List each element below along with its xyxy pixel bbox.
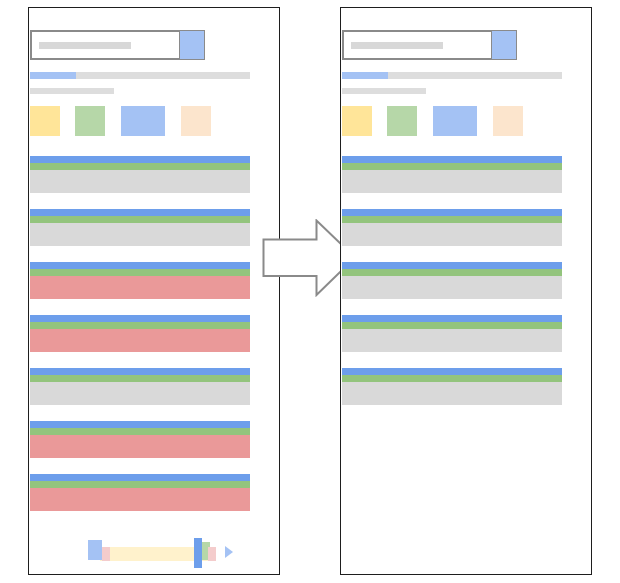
card-body (342, 276, 562, 299)
card-status-stripe (30, 163, 250, 170)
card-status-stripe (30, 269, 250, 276)
result-card[interactable] (30, 368, 250, 405)
pagination-graphic (88, 538, 233, 568)
card-status-stripe (342, 269, 562, 276)
result-card[interactable] (30, 156, 250, 193)
pager-first-block (88, 540, 102, 560)
card-header-stripe (30, 315, 250, 322)
filter-chip-peach[interactable] (181, 106, 211, 136)
card-status-stripe (30, 216, 250, 223)
filter-chip-green[interactable] (75, 106, 105, 136)
filter-chip-yellow[interactable] (342, 106, 372, 136)
card-status-stripe (342, 216, 562, 223)
card-body (30, 329, 250, 352)
result-card-error[interactable] (30, 421, 250, 458)
next-triangle-icon (225, 546, 233, 558)
search-button-icon[interactable] (179, 31, 204, 59)
card-body (30, 223, 250, 246)
card-header-stripe (30, 262, 250, 269)
card-header-stripe (342, 368, 562, 375)
after-phone-panel (340, 7, 592, 575)
before-phone-panel (28, 7, 280, 575)
card-body (30, 382, 250, 405)
progress-bar-fill (342, 72, 389, 79)
result-card[interactable] (30, 209, 250, 246)
pager-green-block (202, 542, 210, 560)
progress-bar-fill (30, 72, 77, 79)
result-card[interactable] (342, 156, 562, 193)
card-status-stripe (342, 163, 562, 170)
pager-track (100, 547, 210, 561)
subtitle-placeholder-line (30, 88, 114, 94)
card-body (30, 276, 250, 299)
result-card[interactable] (342, 368, 562, 405)
card-header-stripe (30, 474, 250, 481)
card-status-stripe (342, 322, 562, 329)
pager-pink-left (102, 547, 110, 561)
pager-thumb (194, 538, 202, 568)
card-header-stripe (342, 315, 562, 322)
card-body (342, 170, 562, 193)
pager-pink-right (208, 547, 216, 561)
card-header-stripe (30, 368, 250, 375)
progress-bar (342, 72, 562, 79)
filter-chip-blue[interactable] (121, 106, 165, 136)
filter-chip-blue[interactable] (433, 106, 477, 136)
result-card-error[interactable] (30, 262, 250, 299)
search-input[interactable] (30, 30, 205, 60)
card-header-stripe (30, 421, 250, 428)
card-header-stripe (30, 209, 250, 216)
card-body (342, 329, 562, 352)
card-body (342, 223, 562, 246)
card-header-stripe (342, 156, 562, 163)
card-status-stripe (30, 481, 250, 488)
card-body (342, 382, 562, 405)
filter-chip-yellow[interactable] (30, 106, 60, 136)
card-status-stripe (30, 428, 250, 435)
result-card[interactable] (342, 315, 562, 352)
search-input[interactable] (342, 30, 517, 60)
card-body (30, 488, 250, 511)
subtitle-placeholder-line (342, 88, 426, 94)
search-button-icon[interactable] (491, 31, 516, 59)
card-status-stripe (30, 322, 250, 329)
result-card[interactable] (342, 262, 562, 299)
result-card-error[interactable] (30, 315, 250, 352)
card-status-stripe (30, 375, 250, 382)
card-header-stripe (30, 156, 250, 163)
result-card-error[interactable] (30, 474, 250, 511)
pagination-control[interactable] (88, 538, 238, 568)
right-arrow-icon (262, 219, 357, 297)
search-placeholder-line (351, 42, 443, 49)
progress-bar (30, 72, 250, 79)
search-placeholder-line (39, 42, 131, 49)
filter-chip-green[interactable] (387, 106, 417, 136)
card-body (30, 435, 250, 458)
card-status-stripe (342, 375, 562, 382)
card-header-stripe (342, 262, 562, 269)
result-card[interactable] (342, 209, 562, 246)
card-header-stripe (342, 209, 562, 216)
filter-chip-peach[interactable] (493, 106, 523, 136)
card-body (30, 170, 250, 193)
